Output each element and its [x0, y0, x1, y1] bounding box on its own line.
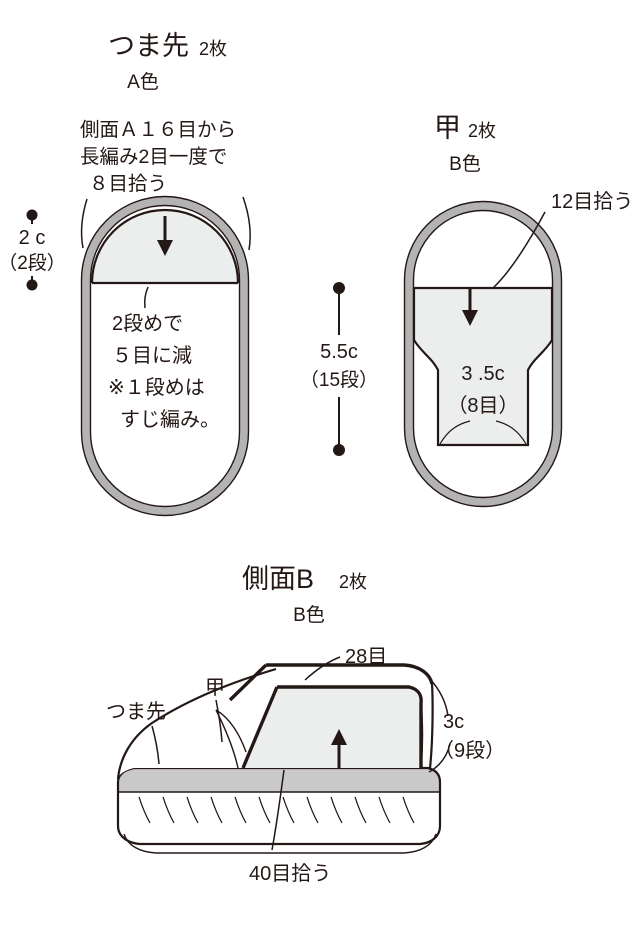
shoe-collar-back: [428, 683, 434, 769]
instep-pickup-leader: [492, 211, 546, 289]
side-piece-group: 側面B 2枚 B色: [106, 564, 505, 885]
instep-piece-group: 甲 2枚 B色 12目拾う 3 .5c （8目） 5.5c （15段）: [300, 113, 633, 508]
instep-hem-curve-left: [439, 420, 471, 445]
shoe-sole-welt: [123, 833, 437, 854]
toe-pickup-note-line-2: 長編み2目一度で: [80, 146, 227, 168]
toe-dimension-value: 2 c: [19, 227, 46, 249]
instep-hem-curve-right: [495, 420, 527, 445]
instep-sole-band: [404, 201, 562, 507]
instep-piece-colour: B色: [449, 153, 481, 175]
instep-piece-quantity: 2枚: [468, 121, 496, 141]
toe-pickup-note-line-3: ８目拾う: [89, 173, 167, 195]
shoe-collar-front: [228, 663, 268, 702]
instep-width-label: 3 .5c: [461, 363, 504, 385]
shoe-height-leader-top: [429, 678, 449, 717]
toe-cap-arc: [90, 208, 240, 284]
toe-sole-inner-edge: [89, 204, 241, 508]
side-piece-quantity: 2枚: [339, 572, 367, 592]
instep-sole-outer-edge: [403, 200, 563, 508]
toe-direction-arrow-head: [157, 240, 173, 256]
shoe-toe-label: つま先: [106, 700, 166, 723]
toe-dimension-dot-top: [26, 209, 38, 221]
shoe-top-stitches-label: 28目: [345, 646, 387, 668]
toe-dimension-dot-bottom: [26, 279, 38, 291]
instep-dimension-group: 5.5c （15段）: [300, 282, 378, 456]
shoe-sole-outline: [116, 782, 442, 846]
shoe-instep-leader: [215, 699, 223, 743]
toe-inner-note-line-4: すじ編み。: [120, 408, 220, 431]
shoe-bottom-pickup-leader: [271, 769, 285, 851]
shoe-sole-hatching: [138, 796, 415, 824]
toe-dimension-group: 2 c （2段）: [0, 209, 66, 291]
instep-direction-arrow-head: [462, 310, 478, 326]
instep-panel-outline: [412, 286, 554, 447]
instep-dimension-text-mask: [300, 335, 378, 397]
shoe-collar-inner-back: [420, 699, 424, 769]
side-piece-title: 側面B: [242, 564, 314, 594]
shoe-side-panel-front-edge: [241, 686, 279, 769]
instep-piece-title: 甲: [434, 113, 461, 143]
toe-dimension-rows: （2段）: [0, 252, 66, 274]
shoe-instep-label: 甲: [205, 677, 225, 699]
toe-inner-note-leader: [143, 286, 149, 309]
toe-pickup-leader-right: [242, 196, 251, 251]
toe-piece-title: つま先: [108, 31, 189, 61]
shoe-toe-leader: [151, 725, 160, 765]
toe-piece-colour: A色: [127, 71, 159, 93]
toe-piece-quantity: 2枚: [199, 39, 227, 59]
shoe-side-panel-shade: [243, 687, 422, 768]
toe-sole-band: [81, 196, 249, 516]
shoe-top-stitches-leader: [304, 656, 341, 681]
shoe-height-rows-label: （9段）: [434, 739, 505, 762]
shoe-toe-outline: [116, 667, 277, 780]
shoe-height-label: 3c: [443, 711, 464, 733]
instep-width-stitches: （8目）: [447, 394, 518, 417]
shoe-height-leader-bottom: [428, 743, 451, 773]
instep-dimension-rows: （15段）: [300, 369, 378, 391]
toe-pickup-leader-left: [80, 198, 88, 249]
shoe-direction-arrow-head: [331, 729, 347, 745]
side-piece-colour: B色: [293, 604, 325, 626]
instep-dimension-dot-bottom: [333, 444, 345, 456]
toe-inner-note-line-1: 2段めで: [112, 312, 183, 335]
toe-piece-group: つま先 2枚 A色 側面Ａ１６目から 長編み2目一度で ８目拾う 2段めで ５目…: [0, 31, 251, 517]
instep-pickup-note: 12目拾う: [551, 190, 633, 213]
toe-dimension-text-mask: [2, 224, 62, 276]
shoe-sole-top-band: [118, 768, 440, 792]
instep-dimension-value: 5.5c: [320, 341, 358, 363]
shoe-instep-crease: [215, 709, 247, 753]
toe-pickup-note-line-1: 側面Ａ１６目から: [80, 119, 236, 141]
instep-dimension-dot-top: [333, 282, 345, 294]
instep-sole-inner-edge: [412, 209, 554, 499]
toe-inner-note-line-2: ５目に減: [112, 344, 192, 367]
shoe-bottom-pickup-label: 40目拾う: [249, 862, 331, 885]
instep-panel-shade: [414, 288, 552, 445]
toe-inner-note-line-3: ※１段めは: [108, 376, 205, 399]
toe-sole-outer-edge: [80, 195, 250, 517]
